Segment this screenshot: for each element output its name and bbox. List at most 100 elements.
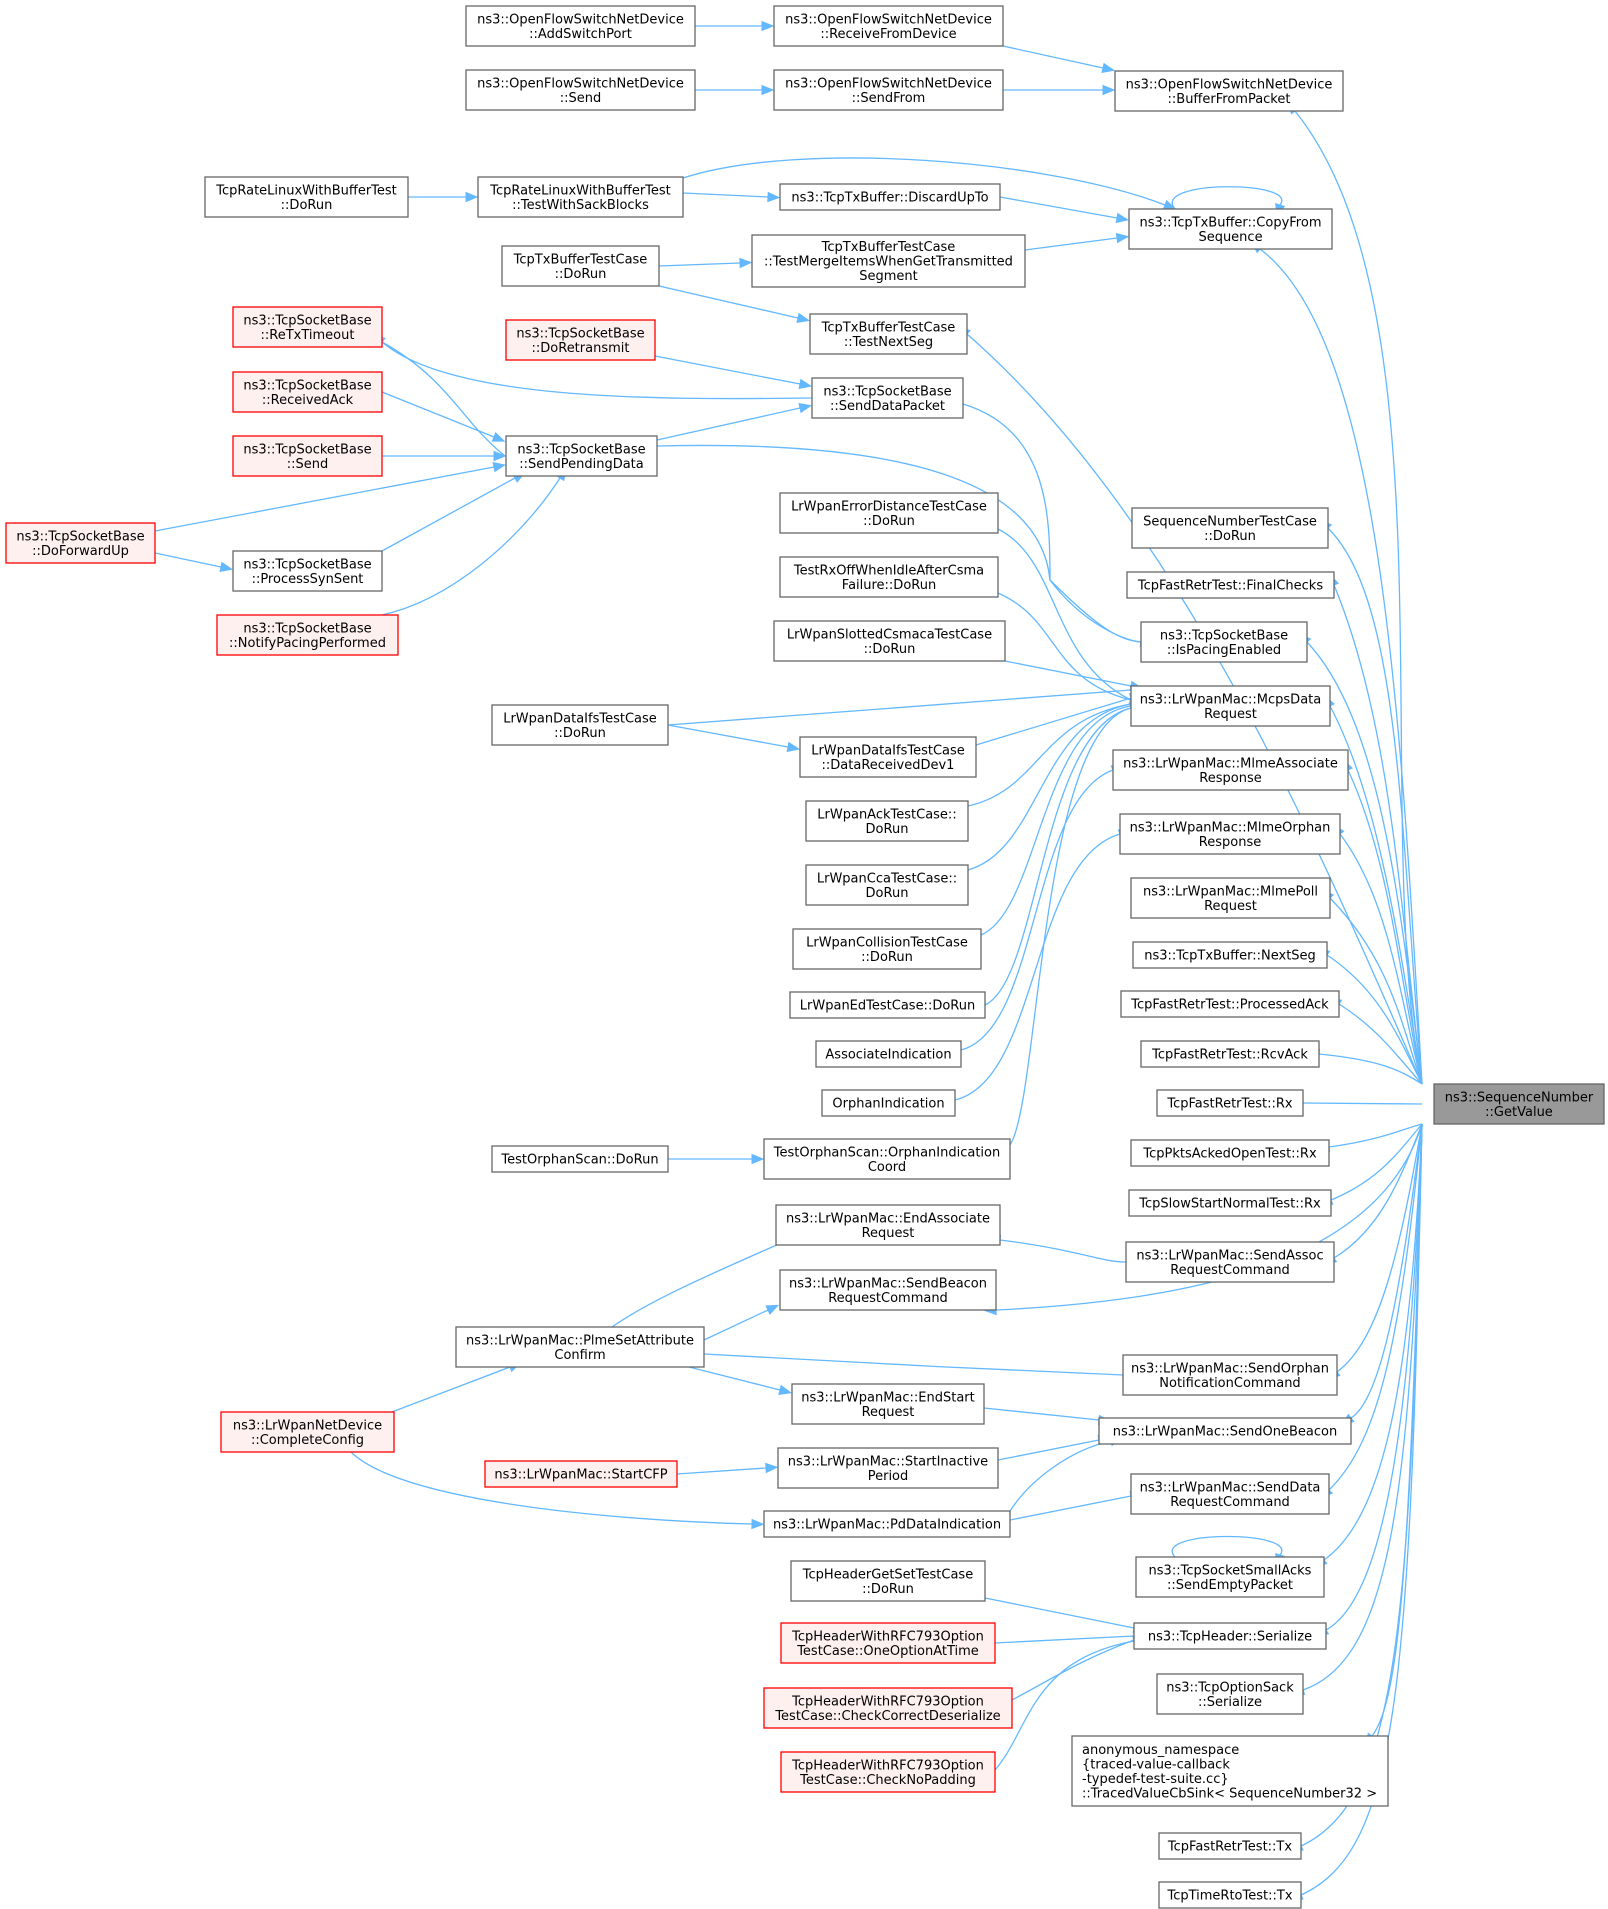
node-label: -typedef-test-suite.cc} <box>1082 1772 1229 1787</box>
node-ttrtx[interactable]: TcpTimeRtoTest::Tx <box>1158 1881 1302 1909</box>
node-lwslot[interactable]: LrWpanSlottedCsmacaTestCase::DoRun <box>773 620 1006 662</box>
node-assocind[interactable]: AssociateIndication <box>815 1040 962 1068</box>
edge-line <box>984 1597 1135 1629</box>
node-label: Sequence <box>1198 230 1262 245</box>
node-ipe[interactable]: ns3::TcpSocketBase::IsPacingEnabled <box>1140 621 1308 663</box>
node-label: LrWpanAckTestCase:: <box>817 807 956 822</box>
edge-line <box>967 703 1132 871</box>
node-doretx[interactable]: ns3::TcpSocketBase::DoRetransmit <box>505 319 656 361</box>
node-startcfp[interactable]: ns3::LrWpanMac::StartCFP <box>484 1460 678 1488</box>
node-label: Request <box>1204 899 1257 914</box>
node-box <box>780 1751 996 1793</box>
node-tfrfc[interactable]: TcpFastRetrTest::FinalChecks <box>1126 571 1335 599</box>
node-tfrpa[interactable]: TcpFastRetrTest::ProcessedAck <box>1120 990 1340 1018</box>
node-rack[interactable]: ns3::TcpSocketBase::ReceivedAck <box>232 371 383 413</box>
node-tssa[interactable]: ns3::TcpSocketSmallAcks::SendEmptyPacket <box>1135 1556 1325 1598</box>
node-tfrrcv[interactable]: TcpFastRetrTest::RcvAck <box>1140 1040 1320 1068</box>
node-sdp[interactable]: ns3::TcpSocketBase::SendDataPacket <box>811 377 964 419</box>
node-trlbdorun[interactable]: TcpRateLinuxWithBufferTest::DoRun <box>204 176 409 218</box>
node-retx[interactable]: ns3::TcpSocketBase::ReTxTimeout <box>232 306 383 348</box>
node-addsp[interactable]: ns3::OpenFlowSwitchNetDevice::AddSwitchP… <box>465 5 696 47</box>
node-spd[interactable]: ns3::TcpSocketBase::SendPendingData <box>505 435 658 477</box>
node-sonc[interactable]: ns3::LrWpanMac::SendOrphanNotificationCo… <box>1122 1354 1338 1396</box>
call-edge <box>391 1362 522 1413</box>
node-tfrtx[interactable]: TcpFastRetrTest::Tx <box>1158 1832 1302 1860</box>
node-rfd[interactable]: ns3::OpenFlowSwitchNetDevice::ReceiveFro… <box>773 5 1004 47</box>
node-label: ::DoRun <box>555 267 607 282</box>
edge-line <box>1004 660 1132 687</box>
node-lwdrd[interactable]: LrWpanDataIfsTestCase::DataReceivedDev1 <box>799 736 977 778</box>
edge-line <box>656 444 1142 643</box>
node-tfrrx[interactable]: TcpFastRetrTest::Rx <box>1156 1089 1304 1117</box>
node-pdi[interactable]: ns3::LrWpanMac::PdDataIndication <box>763 1510 1011 1538</box>
node-sob[interactable]: ns3::LrWpanMac::SendOneBeacon <box>1098 1417 1352 1445</box>
node-label: ns3::SequenceNumber <box>1445 1090 1594 1105</box>
node-trlbtwsb[interactable]: TcpRateLinuxWithBufferTest::TestWithSack… <box>477 176 684 218</box>
node-nextseg[interactable]: ns3::TcpTxBuffer::NextSeg <box>1132 941 1328 969</box>
node-label: TestCase::OneOptionAtTime <box>796 1644 979 1659</box>
edge-line <box>656 407 801 441</box>
node-label: TcpFastRetrTest::ProcessedAck <box>1130 998 1329 1013</box>
node-tsbsend[interactable]: ns3::TcpSocketBase::Send <box>232 435 383 477</box>
node-lwndcc[interactable]: ns3::LrWpanNetDevice::CompleteConfig <box>220 1411 395 1453</box>
node-thser[interactable]: ns3::TcpHeader::Serialize <box>1133 1622 1327 1650</box>
node-box <box>779 183 1001 211</box>
node-thcnp[interactable]: TcpHeaderWithRFC793OptionTestCase::Check… <box>780 1751 996 1793</box>
node-tpao[interactable]: TcpPktsAckedOpenTest::Rx <box>1130 1139 1330 1167</box>
node-tssn[interactable]: TcpSlowStartNormalTest::Rx <box>1128 1189 1332 1217</box>
node-box <box>805 800 969 842</box>
node-thgs[interactable]: TcpHeaderGetSetTestCase::DoRun <box>790 1560 986 1602</box>
node-ttbmerge[interactable]: TcpTxBufferTestCase::TestMergeItemsWhenG… <box>751 234 1026 288</box>
node-thccd[interactable]: TcpHeaderWithRFC793OptionTestCase::Check… <box>763 1687 1013 1729</box>
node-orphind[interactable]: OrphanIndication <box>821 1089 956 1117</box>
node-snt[interactable]: SequenceNumberTestCase::DoRun <box>1131 507 1329 549</box>
edge-line <box>381 477 516 552</box>
node-lwack[interactable]: LrWpanAckTestCase::DoRun <box>805 800 969 842</box>
node-label: RequestCommand <box>1170 1495 1290 1510</box>
node-ofsend[interactable]: ns3::OpenFlowSwitchNetDevice::Send <box>465 69 696 111</box>
node-thoo[interactable]: TcpHeaderWithRFC793OptionTestCase::OneOp… <box>780 1622 996 1664</box>
node-label: ::SendPendingData <box>519 457 644 472</box>
edge-line <box>658 285 799 319</box>
edge-line <box>682 157 1166 206</box>
node-bfp[interactable]: ns3::OpenFlowSwitchNetDevice::BufferFrom… <box>1114 70 1344 112</box>
node-dfu[interactable]: ns3::TcpSocketBase::DoForwardUp <box>5 522 156 564</box>
edge-line <box>1336 1123 1423 1373</box>
node-box <box>484 1460 678 1488</box>
node-lwed2[interactable]: LrWpanEdTestCase::DoRun <box>789 991 986 1019</box>
node-tosdorun[interactable]: TestOrphanScan::DoRun <box>491 1145 669 1173</box>
node-lwcoll[interactable]: LrWpanCollisionTestCase::DoRun <box>792 928 982 970</box>
node-box <box>1122 1354 1338 1396</box>
node-anon[interactable]: anonymous_namespace{traced-value-callbac… <box>1071 1735 1389 1807</box>
node-ttbtcdorun[interactable]: TcpTxBufferTestCase::DoRun <box>501 245 660 287</box>
node-label: Coord <box>868 1160 906 1175</box>
node-lwdifs[interactable]: LrWpanDataIfsTestCase::DoRun <box>491 704 669 746</box>
node-ttbnext[interactable]: TcpTxBufferTestCase::TestNextSeg <box>809 313 968 355</box>
edge-arrowhead <box>786 741 801 753</box>
node-discard[interactable]: ns3::TcpTxBuffer::DiscardUpTo <box>779 183 1001 211</box>
node-lwcca[interactable]: LrWpanCcaTestCase::DoRun <box>805 864 969 906</box>
edge-arrowhead <box>761 84 775 96</box>
node-lwed[interactable]: LrWpanErrorDistanceTestCase::DoRun <box>779 492 999 534</box>
node-getvalue[interactable]: ns3::SequenceNumber::GetValue <box>1433 1083 1605 1125</box>
edge-line <box>994 1640 1135 1771</box>
node-pss[interactable]: ns3::TcpSocketBase::ProcessSynSent <box>232 550 383 592</box>
node-npp[interactable]: ns3::TcpSocketBase::NotifyPacingPerforme… <box>216 614 399 656</box>
edge-line <box>654 355 801 385</box>
node-sendfrom[interactable]: ns3::OpenFlowSwitchNetDevice::SendFrom <box>773 69 1004 111</box>
node-tosser[interactable]: ns3::TcpOptionSack::Serialize <box>1156 1673 1304 1715</box>
